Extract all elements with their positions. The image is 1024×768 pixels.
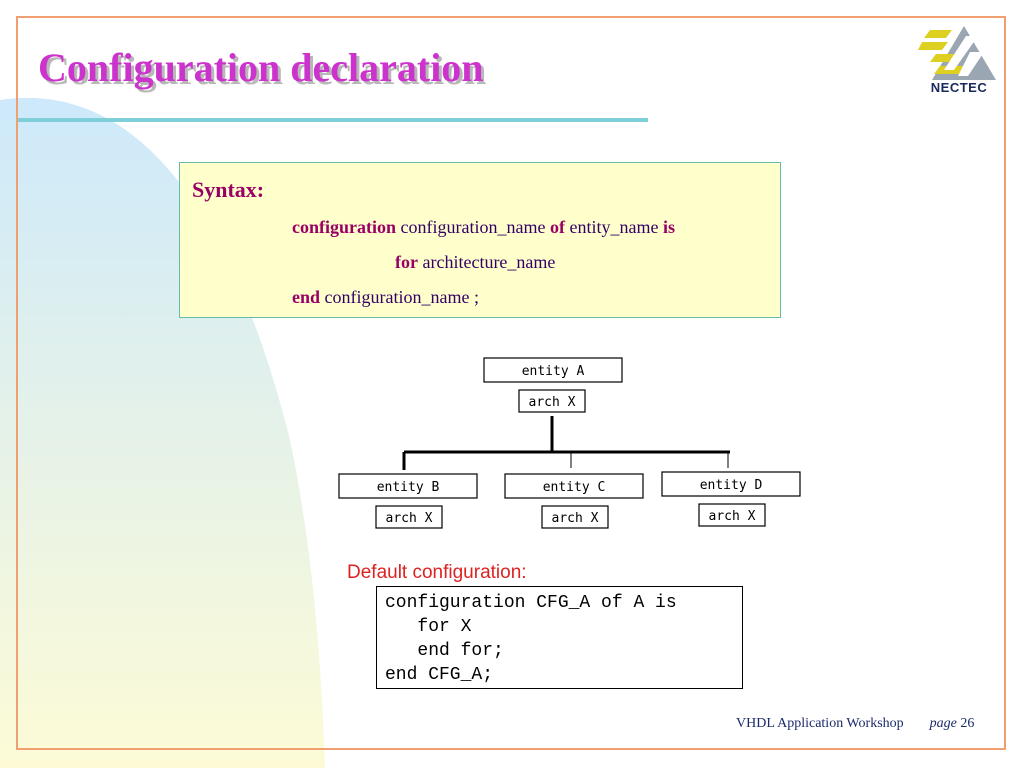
default-configuration-code: configuration CFG_A of A is for X end fo… [376,586,743,689]
entity-a-arch-label: arch X [529,395,576,410]
slide-frame [16,16,1006,750]
keyword-for: for [395,252,418,272]
entity-d-box [661,471,801,497]
keyword-end: end [292,287,321,307]
entity-c-label: entity C [543,480,606,495]
entity-d-arch-label: arch X [709,509,756,524]
code-line: configuration CFG_A of A is [385,593,677,613]
nectec-logo-icon [918,26,996,80]
entity-a-label: entity A [522,364,585,379]
syntax-text: configuration_name [396,217,550,237]
page-title: Configuration declaration [38,45,484,90]
keyword-of: of [549,217,565,237]
syntax-text: architecture_name [417,252,556,272]
entity-b-arch-label: arch X [386,511,433,526]
code-line: end for; [385,641,504,661]
keyword-is: is [662,217,675,237]
syntax-box: Syntax: configuration configuration_name… [179,162,781,318]
syntax-line-2: for architecture_name [395,252,555,273]
entity-hierarchy-diagram: entity A arch X entity B arch X entity C… [338,357,801,529]
entity-d-label: entity D [700,478,763,493]
syntax-line-3: end configuration_name ; [292,287,479,308]
syntax-text: entity_name [564,217,663,237]
entity-b-label: entity B [377,480,440,495]
footer-workshop: VHDL Application Workshop [736,716,904,731]
entity-b-arch-box [375,505,443,529]
entity-b-box [338,473,478,499]
footer-page-number: 26 [960,716,975,731]
title-underline [18,118,648,122]
footer: VHDL Application Workshop page 26 [736,716,974,732]
syntax-heading: Syntax: [192,177,265,202]
syntax-text: configuration_name ; [320,287,479,307]
entity-a-arch-box [518,389,586,413]
code-line: for X [385,617,472,637]
footer-page-word: page [929,716,957,731]
code-line: end CFG_A; [385,665,494,685]
entity-d-arch-box [698,503,766,527]
entity-a-box [483,357,623,383]
syntax-line-1: configuration configuration_name of enti… [292,217,675,238]
logo-text: NECTEC [930,80,988,95]
entity-c-arch-box [541,505,609,529]
entity-c-box [504,473,644,499]
keyword-configuration: configuration [292,217,397,237]
default-configuration-label: Default configuration: [347,562,527,583]
entity-c-arch-label: arch X [552,511,599,526]
